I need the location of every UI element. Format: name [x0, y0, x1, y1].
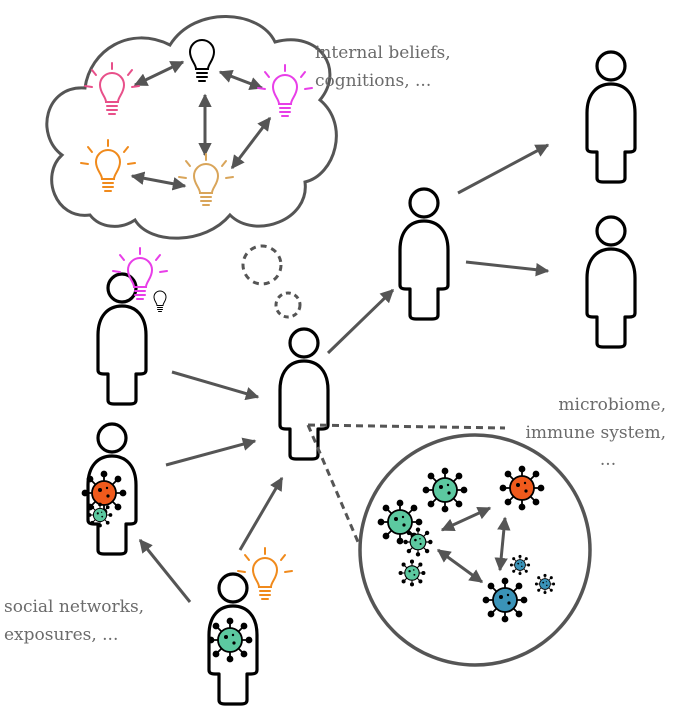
lightbulb-icon [80, 139, 136, 192]
cloud-arrows [130, 60, 272, 191]
network-arrows [138, 143, 550, 603]
lightbulb-icon [178, 153, 234, 206]
arrow-mid-to-top-right [457, 143, 550, 195]
label-micro-line1: microbiome, [558, 395, 666, 415]
microbe-icon [534, 573, 556, 595]
person-outline-icon [585, 215, 637, 349]
thought-bubble-large [241, 244, 283, 286]
arrow-bottom-to-microbe-person [138, 538, 192, 603]
lightbulb-icon [189, 39, 215, 82]
microbe-icon [398, 559, 426, 587]
microbe-icon [87, 502, 113, 528]
thought-bubble-small [274, 291, 302, 319]
arrow-microbe-person-to-center [165, 437, 257, 467]
arrow-bottom-to-center [238, 476, 284, 551]
magnified-circle [358, 433, 592, 667]
magnifier-lines [306, 423, 506, 571]
microbe-icon [207, 617, 253, 663]
label-thought-line1: internal beliefs, [315, 43, 451, 63]
microbe-icon [81, 470, 127, 516]
cloud-arrow-bottom [130, 171, 187, 191]
lightbulb-icon [84, 62, 140, 115]
cloud-arrow-top-left [133, 60, 185, 87]
microbiome-arrows [436, 506, 511, 584]
label-micro-line3: ... [600, 450, 616, 470]
label-micro-line2: immune system, [525, 423, 666, 443]
microbe-icon [499, 465, 545, 511]
lightbulb-icon [153, 290, 167, 312]
microbe-icon [482, 577, 528, 623]
arrow-center-to-mid [326, 288, 395, 355]
lightbulb-icon [257, 64, 313, 117]
person-outline-icon [398, 187, 450, 321]
cloud-arrow-top-right [218, 70, 264, 90]
thought-cloud [45, 15, 338, 240]
label-thought-line2: cognitions, ... [315, 71, 431, 91]
cloud-arrow-diagonal [230, 116, 272, 170]
arrow-left-to-center [171, 370, 260, 401]
microbe-icon [422, 467, 468, 513]
microbe-icon [509, 554, 531, 576]
microbe-icon [403, 527, 433, 557]
label-social-line2: exposures, ... [4, 625, 118, 645]
person-outline-icon [278, 327, 330, 461]
arrow-mid-to-right [465, 260, 550, 277]
person-outline-icon [96, 272, 148, 406]
person-outline-icon [585, 50, 637, 184]
label-social-line1: social networks, [4, 597, 144, 617]
